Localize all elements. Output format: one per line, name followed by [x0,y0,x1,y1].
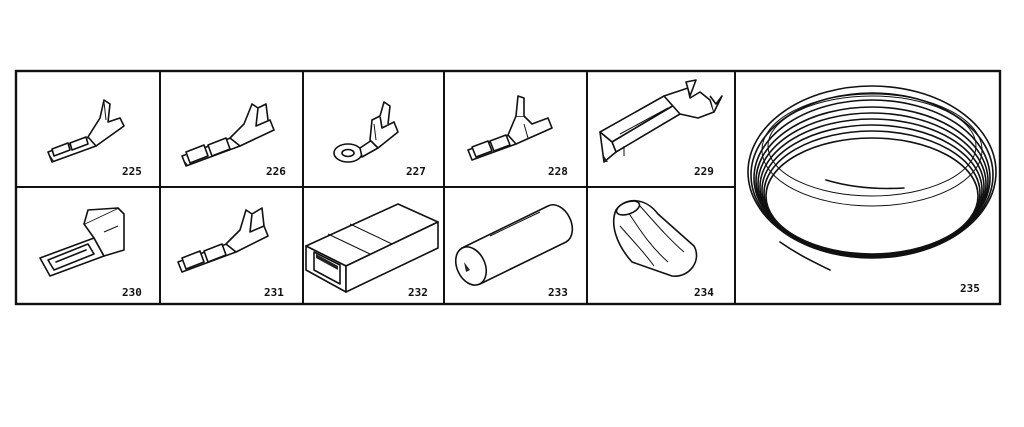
part-230: 230 [39,207,142,299]
part-number: 231 [264,286,284,299]
part-number: 228 [548,165,568,178]
flag-terminal-icon [47,99,125,163]
part-235: 235 [747,85,997,295]
flag-terminal-icon [39,207,125,277]
part-number: 225 [122,165,142,178]
wire-nut-icon [612,199,698,277]
part-number: 233 [548,286,568,299]
wire-coil-icon [747,85,997,271]
connector-housing-icon [305,203,439,293]
part-234: 234 [612,199,714,299]
flag-terminal-icon [177,207,269,273]
flag-terminal-icon [467,95,553,161]
part-233: 233 [454,204,574,299]
part-number: 235 [960,282,980,295]
part-229: 229 [599,79,723,178]
part-225: 225 [47,99,142,178]
part-number: 226 [266,165,286,178]
part-226: 226 [181,103,286,178]
part-228: 228 [467,95,568,178]
part-227: 227 [333,101,426,178]
part-number: 234 [694,286,714,299]
part-231: 231 [177,207,284,299]
part-number: 232 [408,286,428,299]
spade-terminal-icon [599,79,723,163]
flag-terminal-icon [181,103,275,167]
part-number: 229 [694,165,714,178]
part-number: 227 [406,165,426,178]
part-number: 230 [122,286,142,299]
ring-terminal-icon [333,101,399,163]
part-232: 232 [305,203,439,299]
insulator-sleeve-icon [454,204,574,286]
